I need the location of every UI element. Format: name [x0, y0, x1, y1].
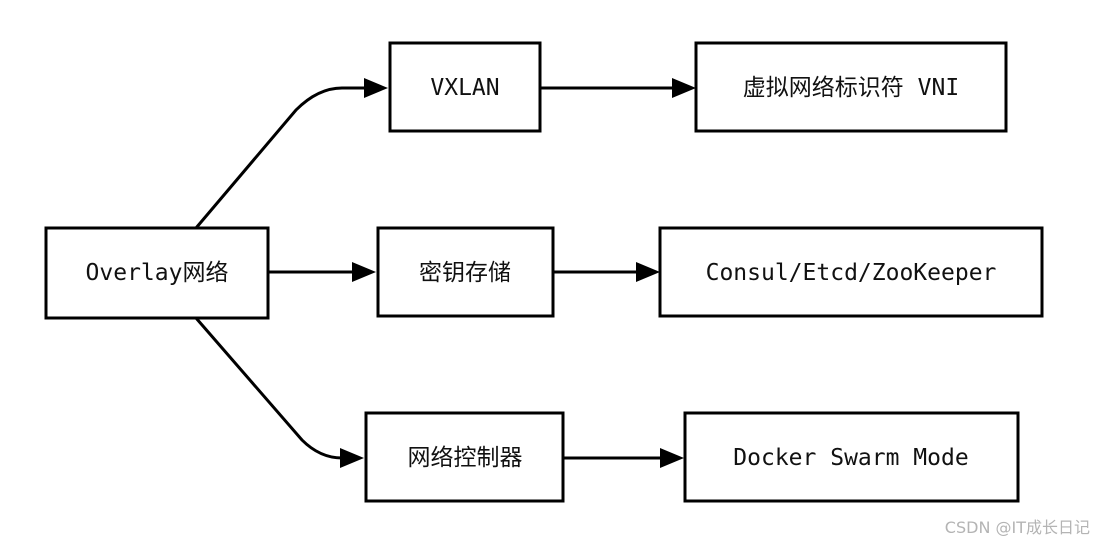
node-swarm-label: Docker Swarm Mode [733, 445, 968, 471]
node-consul-box [658, 226, 1044, 318]
node-kv-store-box [376, 226, 555, 318]
edge-overlay-to-controller [194, 317, 343, 460]
node-vni-box [694, 41, 1008, 133]
node-swarm[interactable]: Docker Swarm Mode [683, 411, 1020, 503]
node-overlay-box [44, 226, 270, 320]
arrowhead-overlay-to-controller [340, 448, 364, 468]
node-kv-store-label: 密钥存储 [419, 260, 511, 286]
arrowhead-overlay-to-vxlan [364, 78, 388, 98]
edges [194, 78, 696, 468]
node-vxlan-box [388, 41, 542, 133]
node-vxlan-label: VXLAN [430, 75, 499, 101]
node-controller[interactable]: 网络控制器 [364, 411, 565, 503]
node-vxlan[interactable]: VXLAN [388, 41, 542, 133]
node-overlay-label: Overlay网络 [86, 260, 229, 286]
arrowhead-controller-to-swarm [660, 448, 684, 468]
node-kv-store[interactable]: 密钥存储 [376, 226, 555, 318]
node-controller-box [364, 411, 565, 503]
csdn-watermark: CSDN @IT成长日记 [944, 518, 1090, 537]
arrowhead-vxlan-to-vni [672, 78, 696, 98]
arrowhead-overlay-to-kv-store [352, 262, 376, 282]
node-vni[interactable]: 虚拟网络标识符 VNI [694, 41, 1008, 133]
node-vni-label: 虚拟网络标识符 VNI [743, 75, 959, 101]
node-consul[interactable]: Consul/Etcd/ZooKeeper [658, 226, 1044, 318]
node-overlay[interactable]: Overlay网络 [44, 226, 270, 320]
arrowhead-kv-store-to-consul [636, 262, 660, 282]
node-controller-label: 网络控制器 [408, 445, 523, 471]
edge-overlay-to-vxlan [194, 86, 364, 229]
node-consul-label: Consul/Etcd/ZooKeeper [706, 260, 997, 286]
node-swarm-box [683, 411, 1020, 503]
